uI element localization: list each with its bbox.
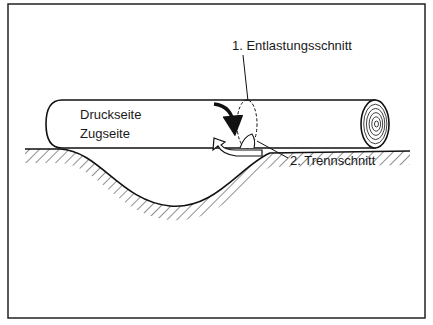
cut-label: 1. Entlastungsschnitt — [232, 38, 352, 53]
growth-ring — [364, 104, 387, 144]
growth-ring — [372, 117, 381, 131]
growth-rings — [364, 104, 387, 144]
log-end — [361, 100, 389, 148]
cut-outline — [237, 100, 257, 148]
relief-notch — [240, 134, 255, 148]
compression-arrow — [214, 104, 234, 126]
tension-arrow — [213, 138, 262, 156]
leader-line — [243, 55, 248, 101]
ground-line — [25, 149, 410, 206]
leader-line — [257, 141, 288, 158]
ground-hatching — [25, 149, 410, 220]
frame — [8, 4, 425, 318]
growth-ring — [369, 113, 383, 136]
side-label: Zugseite — [80, 126, 130, 141]
growth-ring — [366, 108, 384, 139]
growth-ring — [375, 121, 379, 127]
side-label: Druckseite — [80, 107, 141, 122]
cut-label: 2. Trennschnitt — [290, 153, 375, 168]
log-body — [46, 100, 375, 148]
